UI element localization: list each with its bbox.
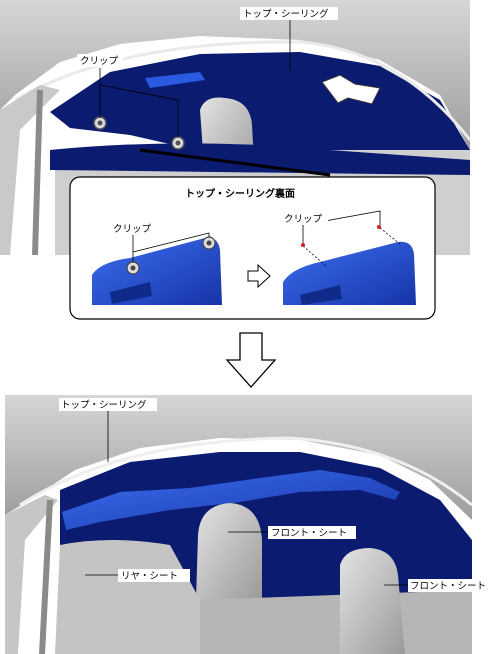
- top-a-pillar: [0, 85, 60, 255]
- right-arrow-icon: [247, 263, 271, 289]
- bottom-front-seat-center: [196, 503, 262, 600]
- detail-headliner-after: [283, 241, 416, 305]
- detail-headliner-before: [92, 237, 222, 305]
- bottom-rear-seat: [55, 540, 205, 654]
- label-detail-clip-left: クリップ: [113, 224, 152, 235]
- bottom-scene: [5, 395, 473, 654]
- top-roof-exterior: [0, 0, 470, 150]
- label-front-seat-right: フロント・シート: [410, 581, 486, 592]
- label-top-clip: クリップ: [80, 56, 119, 67]
- label-rear-seat: リヤ・シート: [121, 571, 178, 582]
- detail-clip-removed-b: [377, 225, 381, 229]
- label-top-headliner: トップ・シーリング: [243, 8, 329, 20]
- bottom-headliner: [62, 470, 400, 530]
- label-detail-title: トップ・シーリング裏面: [185, 187, 295, 200]
- label-detail-clip-right: クリップ: [284, 214, 323, 225]
- detail-callout: トップ・シーリング裏面: [69, 176, 436, 320]
- bottom-front-seat-right: [340, 548, 405, 654]
- top-headliner-strip: [145, 72, 205, 88]
- bottom-roof-exterior: [5, 395, 472, 520]
- detail-clip-removed-a: [301, 243, 305, 247]
- label-bottom-headliner: トップ・シーリング: [61, 399, 147, 411]
- label-front-seat-center: フロント・シート: [271, 528, 347, 539]
- direction-arrow-icon: [321, 74, 381, 105]
- down-arrow-icon: [225, 332, 277, 388]
